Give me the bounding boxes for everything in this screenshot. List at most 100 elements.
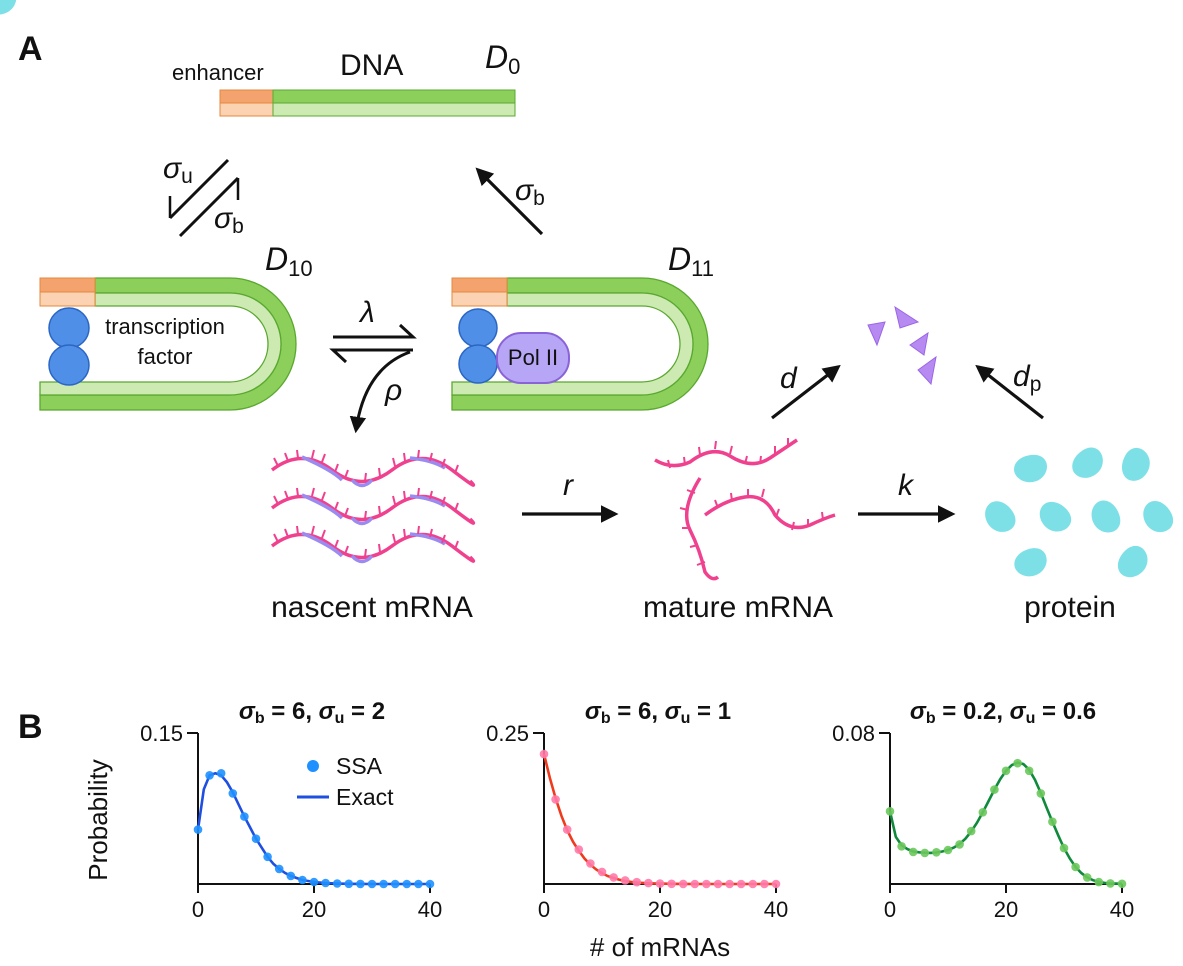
chart-2-ssa-point bbox=[644, 878, 653, 888]
degraded-fragments bbox=[867, 305, 937, 386]
chart-1-ssa-point bbox=[425, 879, 435, 889]
chart-3-ssa-point bbox=[1117, 879, 1127, 889]
rate-d: d bbox=[780, 362, 798, 395]
chart-3-ssa-point bbox=[1106, 879, 1115, 888]
chart-1-x-tick-label-20: 20 bbox=[302, 897, 326, 922]
chart-2-ssa-point bbox=[609, 873, 618, 882]
chart-2-ssa-point bbox=[713, 879, 723, 889]
chart-1-ssa-point bbox=[379, 879, 388, 889]
chart-1-ssa-point bbox=[367, 879, 377, 889]
chart-3-title: σb = 0.2, σu = 0.6 bbox=[910, 698, 1096, 727]
chart-3-ssa-point bbox=[990, 785, 999, 794]
chart-2-title: σb = 6, σu = 1 bbox=[585, 698, 731, 727]
rate-sigma-b-right: σb bbox=[515, 174, 545, 210]
chart-3-plot bbox=[885, 758, 1127, 889]
panel-a-letter: A bbox=[18, 30, 43, 68]
chart-2-y-tick-label: 0.25 bbox=[486, 721, 529, 746]
chart-1-ssa-point bbox=[344, 879, 354, 889]
x-axis-title: # of mRNAs bbox=[590, 932, 730, 962]
chart-1-ssa-point bbox=[205, 771, 214, 780]
panel-a: A enhancer DNA D0 σu σb σb bbox=[0, 0, 1175, 624]
chart-1-x-tick-label-40: 40 bbox=[418, 897, 442, 922]
tf-label-line2: factor bbox=[137, 344, 192, 369]
chart-1-ssa-point bbox=[263, 852, 272, 862]
chart-1-title: σb = 6, σu = 2 bbox=[239, 698, 385, 727]
chart-2-exact-line bbox=[542, 753, 776, 886]
species-mature-label: mature mRNA bbox=[643, 591, 833, 624]
chart-3: σb = 0.2, σu = 0.6 0.08 0 20 40 bbox=[832, 698, 1134, 922]
dna-loop-d10 bbox=[39, 277, 297, 411]
chart-3-ssa-point bbox=[920, 848, 930, 858]
chart-1-ssa-point bbox=[309, 877, 319, 887]
chart-1-ssa-point bbox=[402, 879, 412, 889]
chart-3-ssa-point bbox=[955, 840, 964, 849]
chart-1-ssa-point bbox=[228, 789, 238, 798]
enhancer-label: enhancer bbox=[172, 60, 264, 85]
chart-3-ssa-point bbox=[1082, 873, 1092, 882]
dna-loop-d11 bbox=[451, 277, 709, 411]
chart-3-ssa-point bbox=[885, 807, 895, 816]
rate-sigma-b-left: σb bbox=[214, 202, 244, 238]
chart-3-ssa-point bbox=[1036, 789, 1046, 798]
chart-2-ssa-point bbox=[725, 879, 734, 889]
panel-b-letter: B bbox=[18, 708, 43, 746]
chart-2-ssa-point bbox=[678, 879, 688, 889]
legend-exact-label: Exact bbox=[336, 784, 394, 810]
chart-1-ssa-point bbox=[193, 825, 203, 834]
chart-1-plot bbox=[193, 769, 435, 889]
initiation-arrows bbox=[329, 323, 417, 434]
chart-2-ssa-point bbox=[562, 825, 572, 834]
chart-1-ssa-point bbox=[356, 879, 365, 889]
chart-2-ssa-point bbox=[667, 879, 676, 889]
rate-rho: ρ bbox=[384, 374, 402, 407]
species-protein-label: protein bbox=[1024, 591, 1116, 624]
chart-2-ssa-point bbox=[539, 749, 549, 759]
chart-3-ssa-point bbox=[1013, 758, 1022, 768]
chart-1-ssa-point bbox=[286, 871, 296, 881]
chart-3-ssa-point bbox=[1059, 843, 1069, 853]
state-d10-label: D10 bbox=[265, 241, 313, 281]
arrow-protein-degradation bbox=[975, 364, 1044, 420]
chart-2-ssa-point bbox=[551, 795, 560, 804]
chart-3-ssa-point bbox=[978, 808, 988, 817]
state-d11-label: D11 bbox=[668, 241, 714, 281]
chart-2-ssa-point bbox=[760, 879, 769, 889]
chart-3-ssa-point bbox=[1024, 766, 1034, 776]
chart-3-exact-line bbox=[888, 761, 1123, 886]
chart-1-ssa-point bbox=[414, 879, 423, 889]
chart-2-x-tick-label-0: 0 bbox=[538, 897, 550, 922]
chart-2: σb = 6, σu = 1 0.25 0 20 40 bbox=[486, 698, 788, 922]
protein-group bbox=[0, 0, 1175, 581]
y-axis-title: Probability bbox=[83, 759, 113, 880]
legend-ssa-label: SSA bbox=[336, 753, 383, 779]
protein-molecule bbox=[0, 0, 17, 15]
legend-ssa-marker bbox=[307, 760, 319, 772]
chart-2-ssa-point bbox=[586, 859, 595, 868]
chart-3-x-tick-label-0: 0 bbox=[884, 897, 896, 922]
pol-ii-shape bbox=[496, 332, 570, 384]
chart-3-ssa-point bbox=[943, 845, 953, 855]
arrow-d11-to-d0 bbox=[475, 167, 544, 236]
chart-1-ssa-point bbox=[240, 812, 249, 821]
chart-1-y-tick-label: 0.15 bbox=[140, 721, 183, 746]
chart-1-x-tick-label-0: 0 bbox=[192, 897, 204, 922]
chart-3-ssa-point bbox=[1094, 877, 1104, 887]
chart-2-x-tick-label-40: 40 bbox=[764, 897, 788, 922]
chart-3-ssa-point bbox=[908, 847, 918, 857]
chart-2-ssa-point bbox=[574, 845, 584, 854]
enhancer-bottom-strand bbox=[219, 102, 274, 117]
rate-lambda: λ bbox=[358, 296, 375, 329]
chart-1-ssa-point bbox=[321, 878, 330, 888]
chart-1-ssa-point bbox=[251, 834, 261, 843]
chart-1-ssa-point bbox=[298, 875, 307, 885]
chart-3-ssa-point bbox=[1071, 862, 1080, 872]
chart-2-plot bbox=[539, 749, 781, 889]
chart-1: σb = 6, σu = 2 0.15 0 20 40 SSA Exact bbox=[140, 698, 442, 922]
rate-sigma-u: σu bbox=[163, 152, 193, 188]
rate-d-p: dp bbox=[1013, 360, 1041, 396]
chart-1-ssa-point bbox=[216, 769, 226, 778]
pol-ii-label: Pol II bbox=[508, 345, 558, 370]
mature-mrna-group bbox=[654, 438, 836, 581]
tf-bead-lower bbox=[48, 344, 90, 386]
